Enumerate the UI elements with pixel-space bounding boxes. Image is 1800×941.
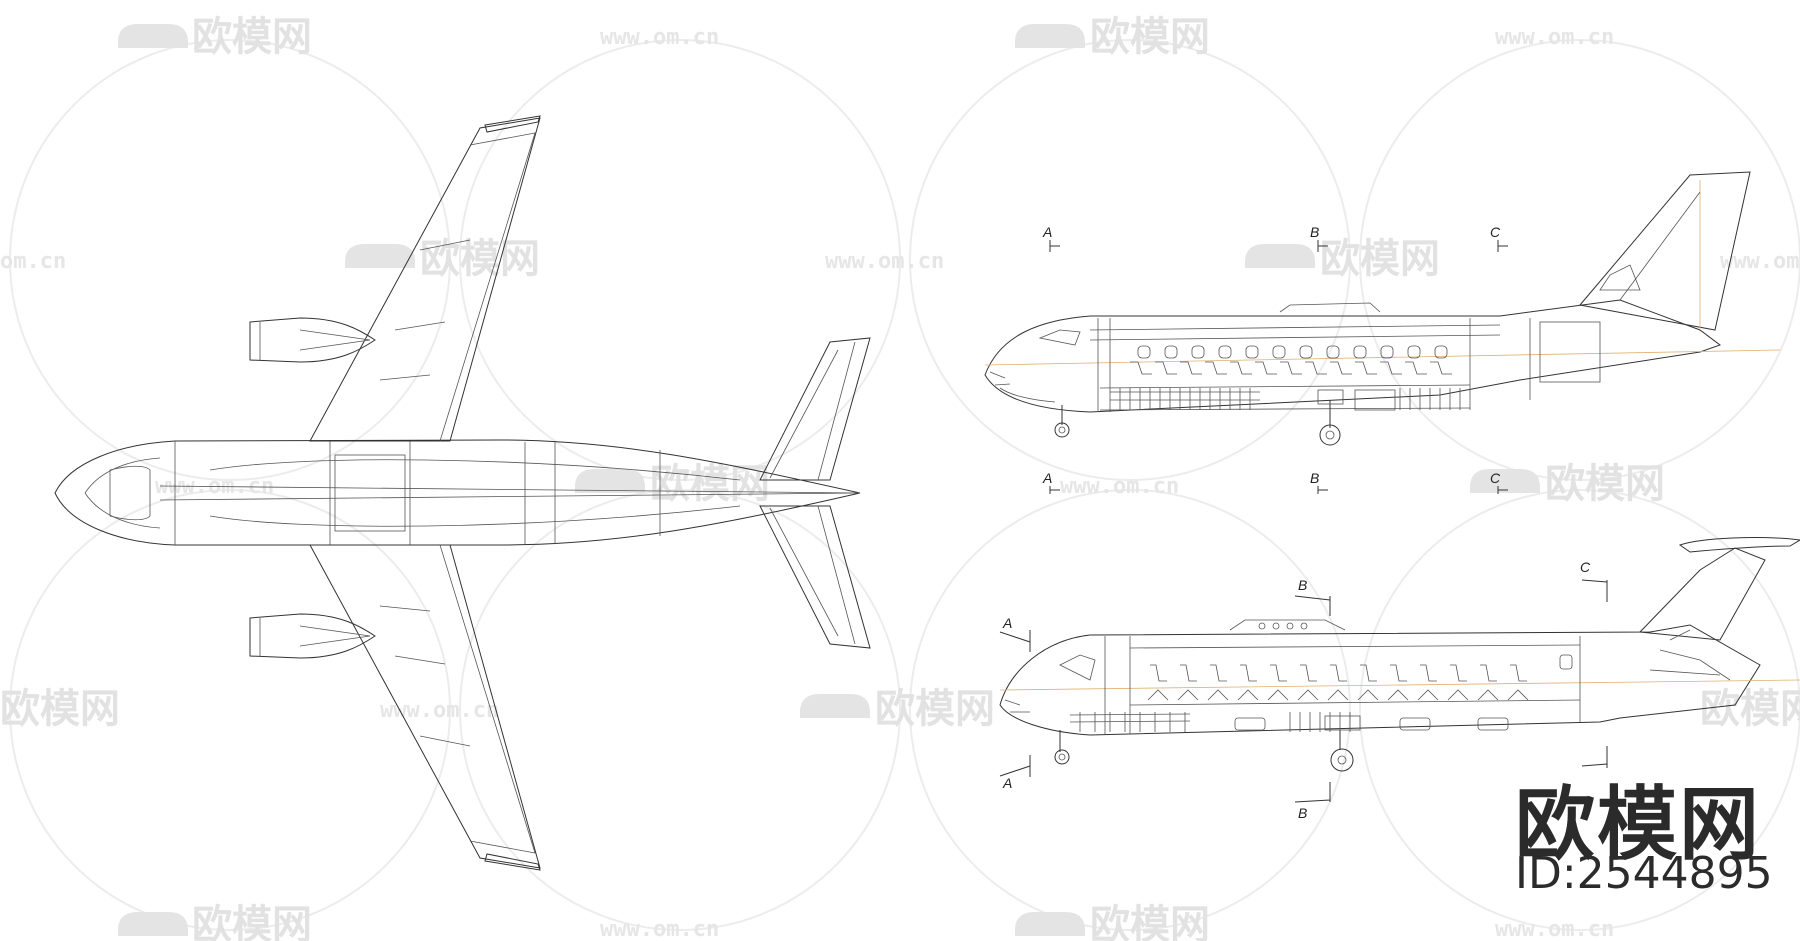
- main-gear-upper: [1317, 389, 1344, 446]
- watermark-logo: 欧模网: [0, 686, 120, 732]
- watermark-logo: 欧模网: [1320, 236, 1440, 282]
- section-label-b: B: [1298, 805, 1307, 821]
- watermark-url: www.om.cn: [380, 698, 499, 723]
- watermark-url: www.om.cn: [600, 917, 719, 941]
- watermark-logo: 欧模网: [1090, 14, 1210, 60]
- section-label-c: C: [1490, 224, 1501, 240]
- watermark-logo: 欧模网: [420, 236, 540, 282]
- main-gear-lower: [1324, 715, 1361, 772]
- watermark-logo: 欧模网: [192, 902, 312, 941]
- section-label-a: A: [1042, 470, 1052, 486]
- section-label-a: A: [1042, 224, 1052, 240]
- watermark-logo: 欧模网: [875, 686, 995, 732]
- watermark-url: www.om.cn: [825, 249, 944, 274]
- watermark-logo: 欧模网: [650, 461, 770, 507]
- nose-gear-upper: [1054, 405, 1070, 438]
- id-logo: 欧模网: [1515, 778, 1761, 871]
- aircraft-side-view-upper: A B C A B C: [984, 171, 1781, 494]
- watermark-logo: 欧模网: [1545, 461, 1665, 507]
- watermark-url: www.om.cn: [1495, 25, 1614, 50]
- nose-gear-lower: [1054, 730, 1070, 765]
- watermark-url: www.om.cn: [1060, 474, 1179, 499]
- engine-upper: [249, 317, 376, 363]
- section-label-a: A: [1002, 615, 1012, 631]
- section-label-a: A: [1002, 775, 1012, 791]
- watermark-url: www.om.cn: [1720, 249, 1800, 274]
- section-label-c: C: [1490, 470, 1501, 486]
- id-number: ID:2544895: [1515, 848, 1773, 899]
- section-label-b: B: [1310, 470, 1319, 486]
- watermark-url: www.om.cn: [600, 25, 719, 50]
- watermark-logo: 欧模网: [192, 14, 312, 60]
- watermark-url: www.om.cn: [1495, 917, 1614, 941]
- aircraft-plan-view: [54, 115, 871, 871]
- section-label-b: B: [1298, 577, 1307, 593]
- watermark-logo: 欧模网: [1700, 686, 1800, 732]
- aircraft-side-view-lower: A A B B C: [999, 537, 1800, 821]
- watermark-logo: 欧模网: [1090, 902, 1210, 941]
- section-label-b: B: [1310, 224, 1319, 240]
- engine-lower: [249, 613, 376, 659]
- section-label-c: C: [1580, 559, 1591, 575]
- watermark-url: om.cn: [0, 249, 66, 274]
